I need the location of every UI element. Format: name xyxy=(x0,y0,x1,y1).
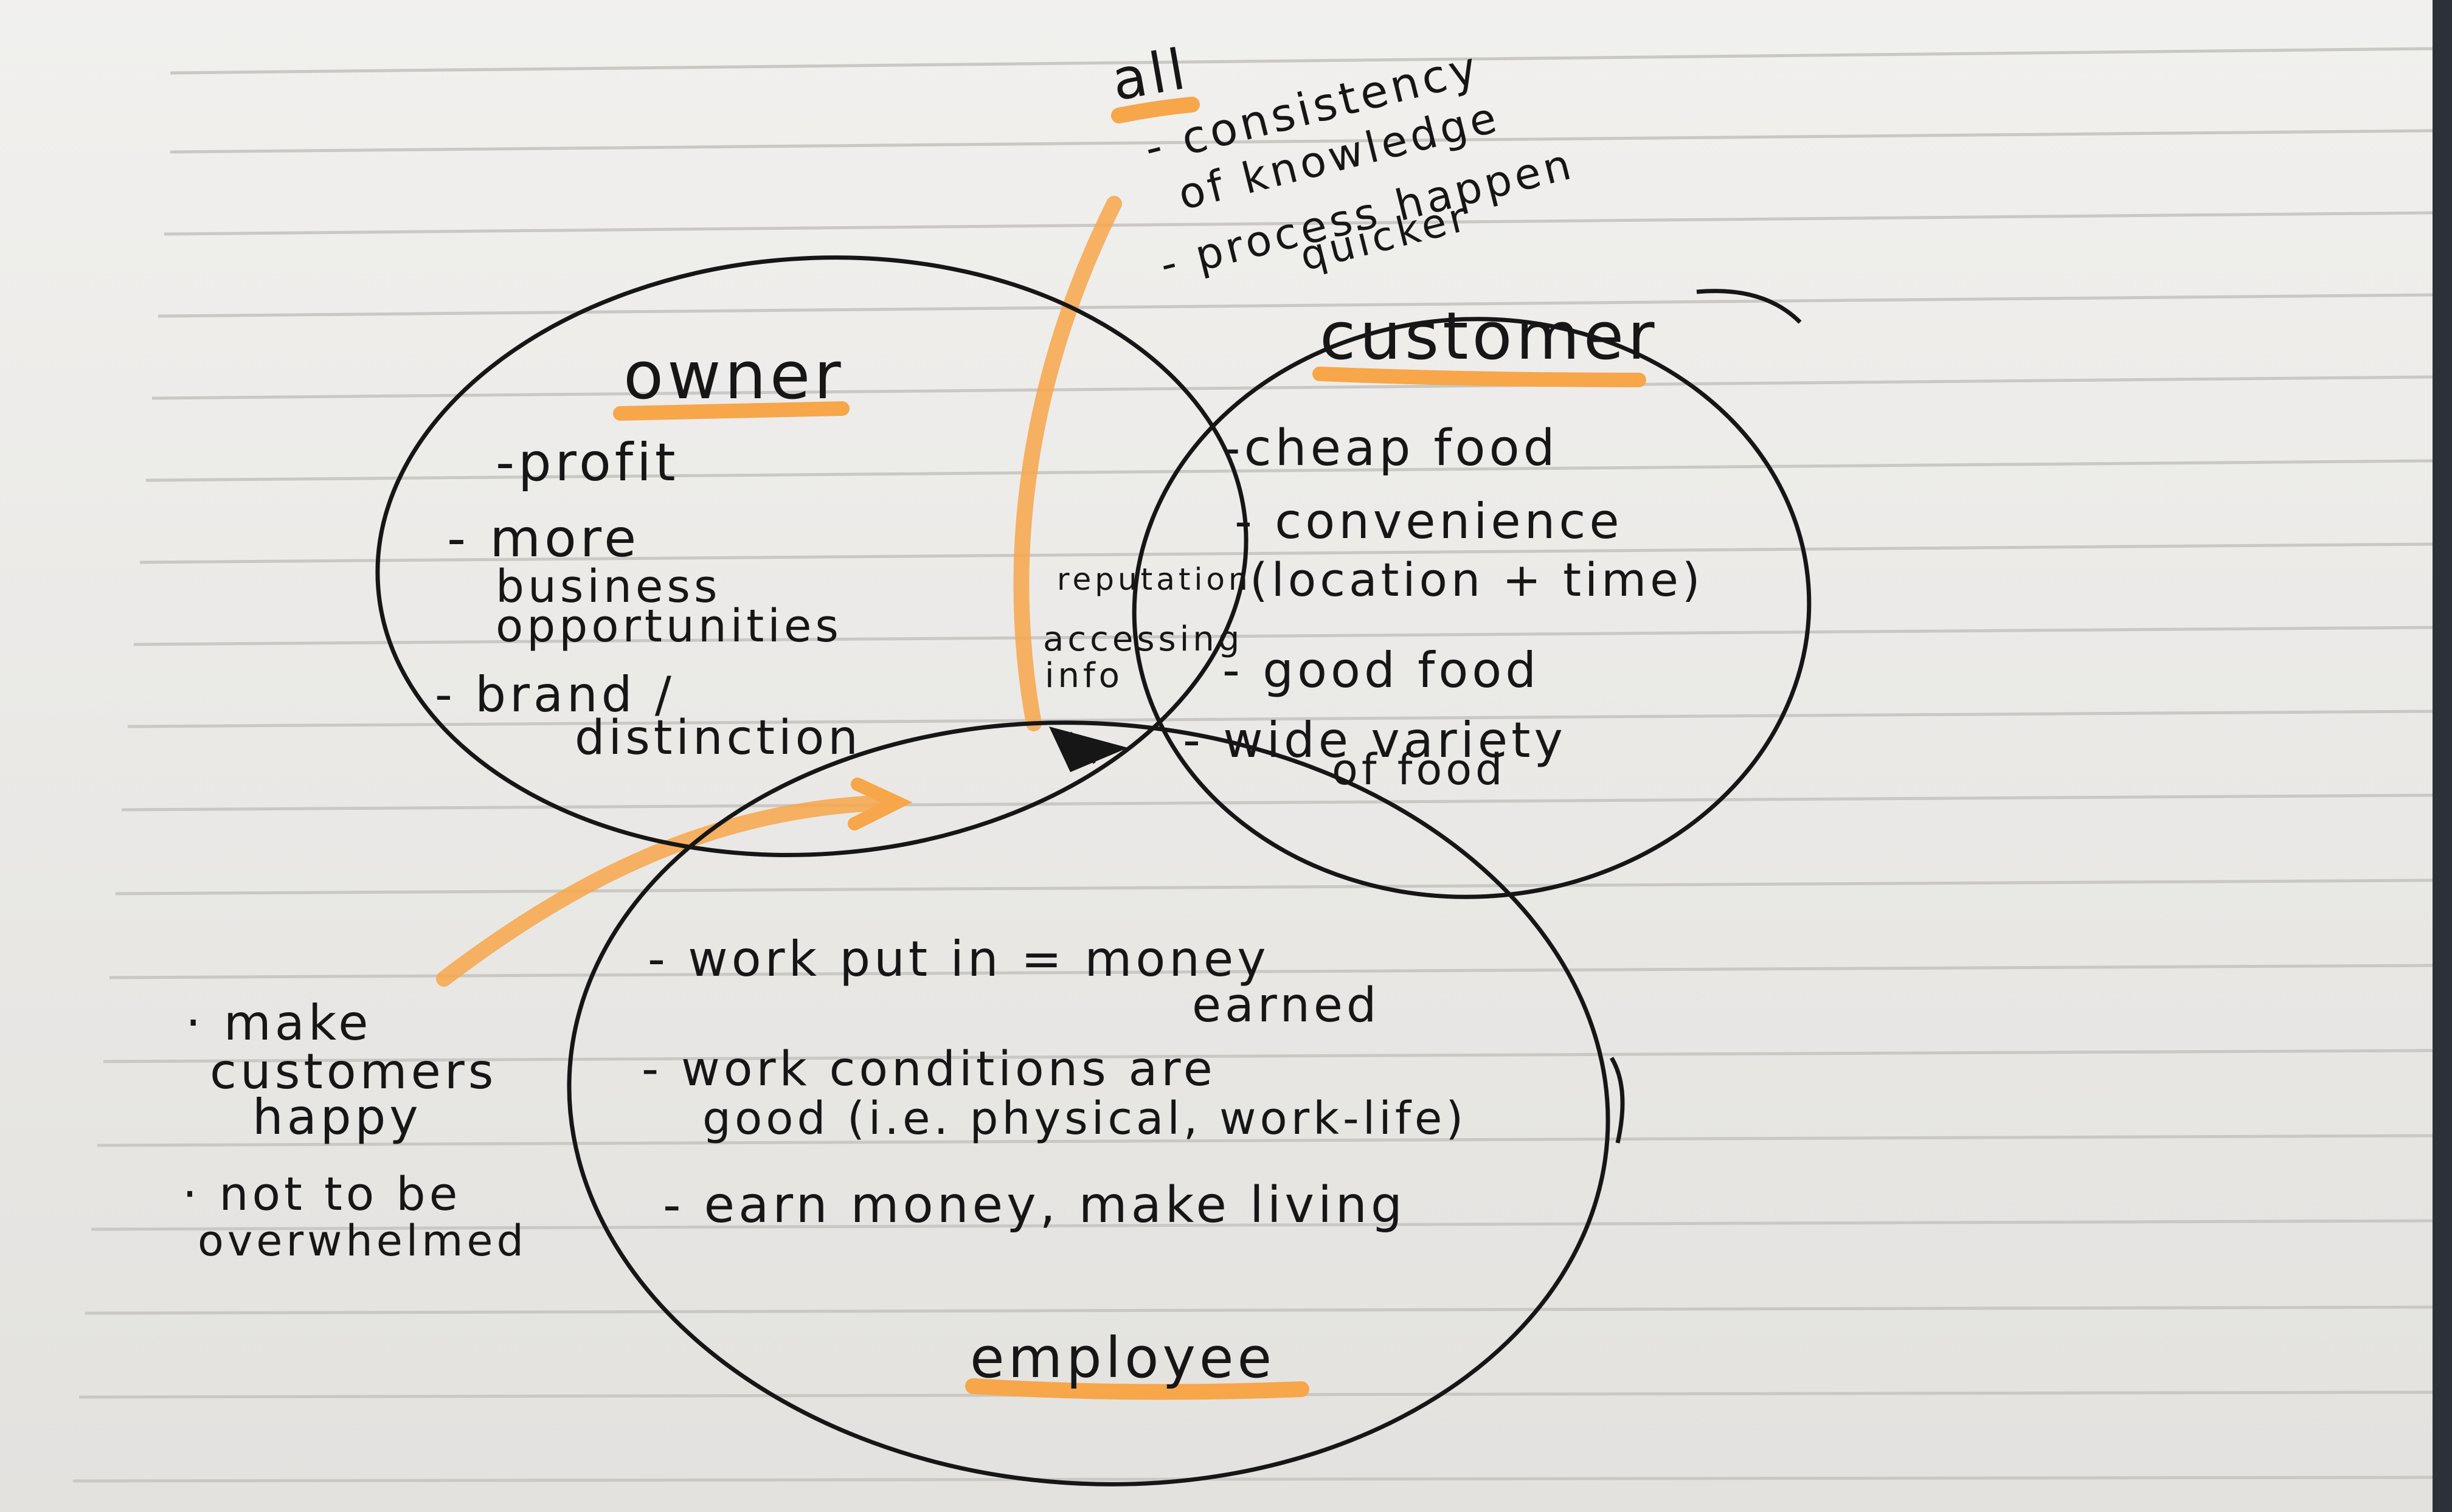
center-line-2: accessing xyxy=(1043,620,1243,659)
customer-line-1: -cheap food xyxy=(1222,419,1559,477)
owner-underline xyxy=(613,401,850,421)
owner-line-6: distinction xyxy=(575,711,862,765)
customer-group: customer -cheap food - convenience (loca… xyxy=(1183,299,1704,795)
owner-line-3: business xyxy=(496,561,721,613)
employee-line-5: - earn money, make living xyxy=(663,1176,1406,1234)
employee-group: - work put in = money earned - work cond… xyxy=(642,931,1467,1390)
employee-heading: employee xyxy=(970,1325,1275,1390)
owner-line-5: - brand / xyxy=(435,666,675,723)
owner-circle xyxy=(375,255,1249,857)
venn-circles xyxy=(375,255,1812,1486)
center-shading xyxy=(1049,727,1128,772)
customer-line-3: (location + time) xyxy=(1250,553,1704,607)
employee-underline xyxy=(965,1378,1309,1400)
all-group: all - consistency of knowledge - process… xyxy=(1107,36,1579,289)
arrowhead xyxy=(848,778,913,830)
center-group: reputation accessing info xyxy=(1043,562,1252,696)
employee-line-2: earned xyxy=(1192,978,1380,1033)
employee-line-1: - work put in = money xyxy=(648,931,1270,987)
customer-heading: customer xyxy=(1320,299,1658,375)
owner-line-2: - more xyxy=(447,508,640,569)
customer-underline xyxy=(1312,367,1646,387)
center-line-3: info xyxy=(1045,656,1123,696)
highlight-strokes xyxy=(436,97,1646,1400)
owner-line-1: -profit xyxy=(496,432,679,493)
employee-line-4: good (i.e. physical, work-life) xyxy=(702,1093,1467,1145)
side-note-1: · make xyxy=(185,995,372,1051)
employee-line-3: - work conditions are xyxy=(642,1042,1216,1097)
side-note-2: customers xyxy=(210,1043,497,1100)
customer-circle xyxy=(1132,317,1812,899)
ruled-lines xyxy=(72,47,2433,1483)
side-note-5: overwhelmed xyxy=(198,1216,527,1266)
owner-heading: owner xyxy=(623,338,845,414)
owner-line-4: opportunities xyxy=(496,600,842,652)
arrow-all-to-center xyxy=(1013,196,1122,731)
customer-line-5: - wide variety xyxy=(1183,712,1567,768)
customer-line-4: - good food xyxy=(1222,642,1540,699)
center-hatch xyxy=(1050,728,1096,768)
side-notes-group: · make customers happy · not to be overw… xyxy=(182,995,527,1266)
customer-circle-tail xyxy=(1696,289,1802,324)
side-note-3: happy xyxy=(252,1089,422,1145)
side-note-4: · not to be xyxy=(182,1167,461,1221)
all-underline xyxy=(1111,97,1200,123)
customer-line-2: - convenience xyxy=(1235,493,1623,550)
employee-circle xyxy=(567,720,1610,1486)
employee-circle-tail xyxy=(1609,1057,1625,1144)
center-line-1: reputation xyxy=(1057,562,1252,597)
owner-group: owner -profit - more business opportunit… xyxy=(435,338,862,765)
all-heading: all xyxy=(1107,36,1193,113)
customer-line-6: of food xyxy=(1332,745,1506,795)
arrow-notes-to-center xyxy=(436,795,896,987)
